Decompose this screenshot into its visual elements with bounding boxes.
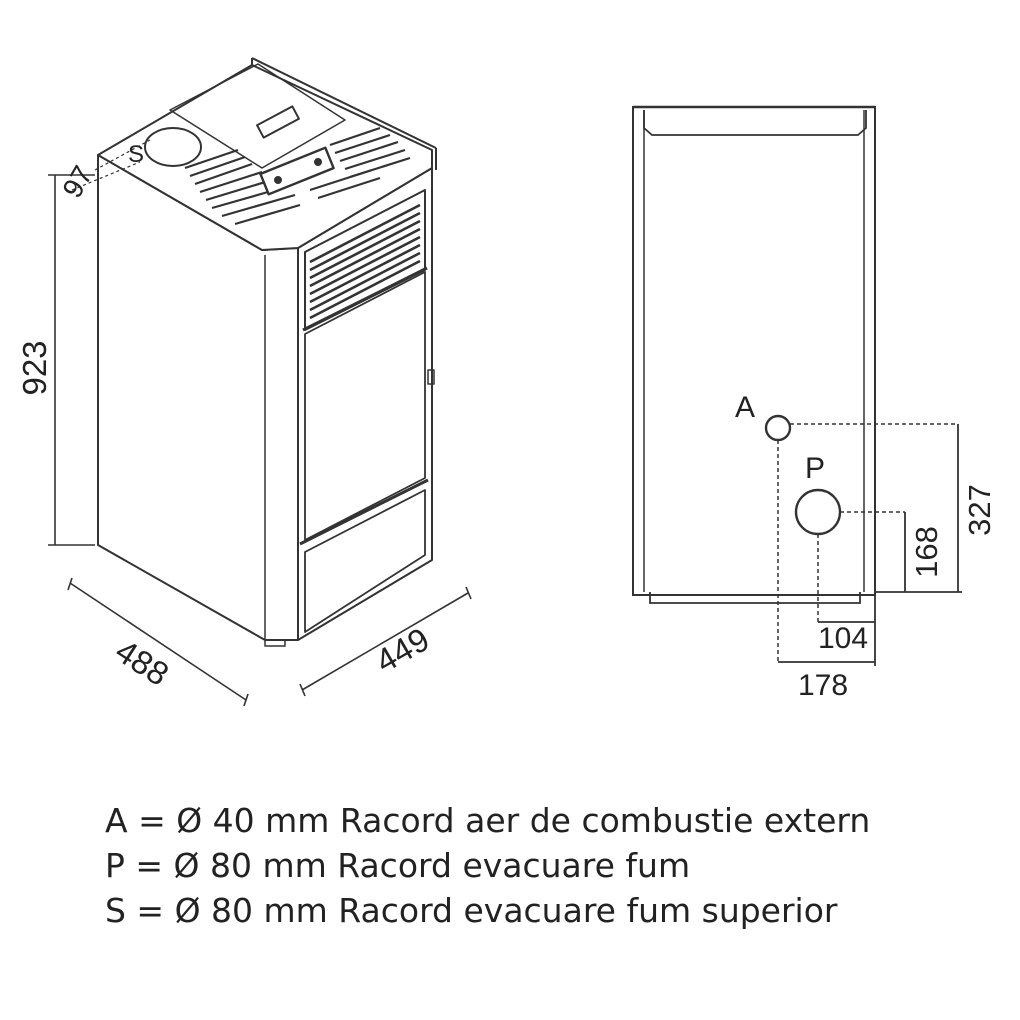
dimension-height-value: 923 bbox=[16, 340, 53, 395]
dimension-a-offset-value: 178 bbox=[798, 669, 848, 702]
dimension-width-value: 449 bbox=[369, 620, 435, 680]
legend-item-s: S = Ø 80 mm Racord evacuare fum superior bbox=[105, 891, 838, 930]
connector-a bbox=[764, 414, 792, 442]
stove-door bbox=[304, 271, 426, 541]
legend: A = Ø 40 mm Racord aer de combustie exte… bbox=[105, 798, 870, 933]
isometric-view bbox=[48, 57, 472, 707]
label-connector-p: P bbox=[805, 452, 825, 485]
dimension-offset-s-value: 97 bbox=[56, 161, 98, 203]
top-grille bbox=[184, 126, 411, 226]
label-connector-s: S bbox=[128, 141, 144, 168]
label-connector-a: A bbox=[735, 391, 755, 424]
dimension-p-offset-value: 104 bbox=[818, 622, 868, 655]
dimension-height bbox=[48, 174, 95, 546]
stove-front-panel bbox=[297, 167, 433, 641]
dimension-p-height-value: 168 bbox=[909, 526, 944, 578]
connector-p bbox=[794, 488, 842, 536]
rear-view bbox=[632, 105, 962, 666]
dimension-width bbox=[299, 586, 472, 697]
dimension-depth bbox=[67, 577, 249, 707]
flue-s-outlet bbox=[144, 127, 202, 167]
legend-item-a: A = Ø 40 mm Racord aer de combustie exte… bbox=[105, 801, 871, 840]
dimension-depth-value: 488 bbox=[109, 632, 175, 693]
legend-item-p: P = Ø 80 mm Racord evacuare fum bbox=[105, 846, 691, 885]
dimension-a-height-value: 327 bbox=[962, 484, 997, 536]
ash-drawer bbox=[304, 489, 426, 633]
